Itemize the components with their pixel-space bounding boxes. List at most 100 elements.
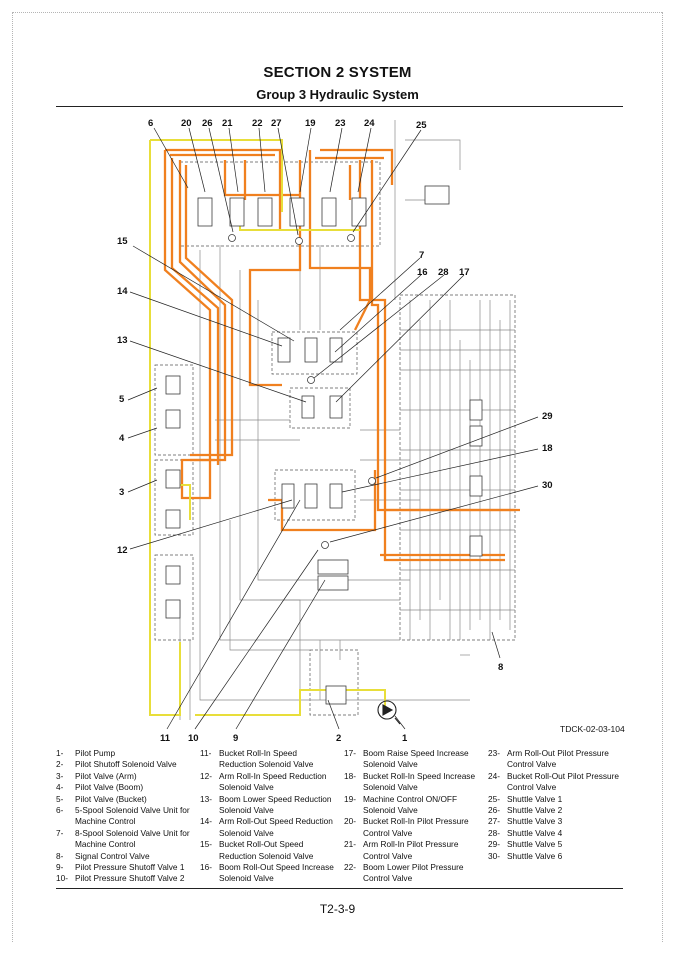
leader-lines (127, 127, 539, 730)
page-frame-left (12, 12, 13, 942)
legend-text: Shuttle Valve 5 (507, 839, 563, 850)
legend-item: 19- Machine Control ON/OFF Solenoid Valve (344, 794, 489, 817)
footer-rule (56, 888, 623, 889)
legend-text: Shuttle Valve 1 (507, 793, 563, 804)
legend-num: 3- (56, 770, 64, 781)
callout-20: 20 (181, 118, 192, 129)
callout-2: 2 (336, 733, 341, 744)
page-frame-right (662, 12, 663, 942)
legend-text: Pilot Valve (Boom) (75, 782, 144, 793)
legend-item: 21-Arm Roll-In Pilot Pressure Control Va… (344, 839, 489, 862)
legend-text: 8-Spool Solenoid Valve Unit for Machine … (75, 827, 190, 850)
hydraulic-circuit-diagram: 6 20 26 21 22 27 19 23 24 25 15 7 16 28 … (117, 118, 553, 744)
legend-item: 9-Pilot Pressure Shutoff Valve 1 (56, 862, 196, 873)
legend-column-1: 1- Pilot Pump 2-Pilot Shutoff Solenoid Va… (56, 748, 196, 885)
page-frame-top (12, 12, 662, 13)
legend-text: Bucket Roll-In Speed Reduction Solenoid … (219, 748, 314, 770)
callout-16: 16 (417, 267, 428, 278)
legend-item: 23-Arm Roll-Out Pilot Pressure Control V… (488, 748, 628, 771)
legend-item: 27- Shuttle Valve 3 (488, 816, 628, 827)
pilot-pump-symbol (377, 700, 401, 725)
legend-text: Bucket Roll-Out Speed Reduction Solenoid… (219, 839, 314, 861)
header-rule (56, 106, 623, 107)
legend-num: 26- (488, 805, 500, 816)
legend-item: 4- Pilot Valve (Boom) (56, 782, 196, 793)
page-number: T2-3-9 (319, 902, 356, 916)
legend-text: Arm Roll-In Speed Reduction Solenoid Val… (219, 770, 327, 793)
return-line-work (179, 120, 515, 720)
callout-1: 1 (402, 733, 408, 744)
legend-text: Pilot Pressure Shutoff Valve 2 (75, 873, 185, 884)
legend-num: 30- (488, 850, 500, 861)
legend-item: 17-Boom Raise Speed Increase Solenoid Va… (344, 748, 489, 771)
callout-23: 23 (335, 118, 346, 129)
legend-item: 11- Bucket Roll-In Speed Reduction Soleno… (200, 748, 345, 771)
legend-column-2: 11- Bucket Roll-In Speed Reduction Soleno… (200, 748, 345, 885)
legend-text: Pilot Valve (Bucket) (75, 793, 147, 804)
callout-4: 4 (119, 433, 125, 444)
legend-num: 18- (344, 770, 356, 781)
legend-text: Boom Lower Speed Reduction Solenoid Valv… (219, 793, 332, 816)
legend-num: 14- (200, 816, 212, 827)
legend-item: 10- Pilot Pressure Shutoff Valve 2 (56, 873, 196, 884)
shuttle-valves (228, 234, 376, 549)
legend-item: 28-Shuttle Valve 4 (488, 828, 628, 839)
callout-5: 5 (119, 394, 125, 405)
legend-item: 30- Shuttle Valve 6 (488, 851, 628, 862)
legend-text: Shuttle Valve 3 (507, 816, 563, 827)
callout-27: 27 (271, 118, 282, 129)
legend-item: 3-Pilot Valve (Arm) (56, 771, 196, 782)
legend-item: 5- Pilot Valve (Bucket) (56, 794, 196, 805)
legend-text: Shuttle Valve 4 (507, 827, 563, 838)
legend-num: 29- (488, 839, 500, 850)
legend-num: 17- (344, 748, 356, 758)
legend-num: 1- (56, 748, 64, 758)
legend-num: 7- (56, 827, 64, 838)
legend-num: 4- (56, 782, 64, 793)
group-title: Group 3 Hydraulic System (256, 87, 419, 102)
legend-item: 12- Arm Roll-In Speed Reduction Solenoid … (200, 771, 345, 794)
legend-num: 27- (488, 816, 500, 827)
callout-6: 6 (148, 118, 153, 129)
legend-num: 9- (56, 862, 64, 873)
callout-12: 12 (117, 545, 128, 556)
legend-item: 1- Pilot Pump (56, 748, 196, 759)
high-pressure-lines (163, 148, 520, 562)
legend-text: Signal Control Valve (75, 850, 150, 861)
legend-item: 7- 8-Spool Solenoid Valve Unit for Machin… (56, 828, 196, 851)
callout-9: 9 (233, 733, 238, 744)
legend-item: 2-Pilot Shutoff Solenoid Valve (56, 759, 196, 770)
callout-3: 3 (119, 487, 124, 498)
callout-8: 8 (498, 662, 503, 673)
callout-13: 13 (117, 335, 128, 346)
section-title: SECTION 2 SYSTEM (263, 64, 412, 81)
callout-29: 29 (542, 411, 553, 422)
legend-text: Machine Control ON/OFF Solenoid Valve (363, 793, 458, 816)
callout-26: 26 (202, 118, 213, 129)
callout-10: 10 (188, 733, 199, 744)
legend-item: 29- Shuttle Valve 5 (488, 839, 628, 850)
legend-num: 13- (200, 793, 212, 804)
legend-text: Pilot Pump (75, 748, 116, 758)
drawing-code: TDCK-02-03-104 (560, 724, 625, 734)
legend-item: 26- Shuttle Valve 2 (488, 805, 628, 816)
legend-text: Shuttle Valve 2 (507, 805, 563, 816)
legend-item: 8-Signal Control Valve (56, 851, 196, 862)
legend-num: 10- (56, 873, 68, 884)
legend-num: 25- (488, 793, 500, 804)
legend-num: 5- (56, 793, 64, 804)
legend-num: 12- (200, 770, 212, 781)
callout-11: 11 (160, 733, 171, 744)
legend-num: 23- (488, 748, 500, 758)
legend-text: Shuttle Valve 6 (507, 850, 563, 861)
legend-num: 6- (56, 805, 64, 816)
legend-num: 19- (344, 793, 356, 804)
legend-item: 6- 5-Spool Solenoid Valve Unit for Machin… (56, 805, 196, 828)
callout-7: 7 (419, 250, 424, 261)
legend-text: 5-Spool Solenoid Valve Unit for Machine … (75, 805, 190, 827)
legend-item: 24-Bucket Roll-Out Pilot Pressure Contro… (488, 771, 628, 794)
legend-num: 16- (200, 862, 212, 873)
legend-text: Arm Roll-In Pilot Pressure Control Valve (363, 839, 459, 861)
legend-num: 11- (200, 748, 212, 758)
legend-text: Boom Roll-Out Speed Increase Solenoid Va… (219, 862, 334, 884)
